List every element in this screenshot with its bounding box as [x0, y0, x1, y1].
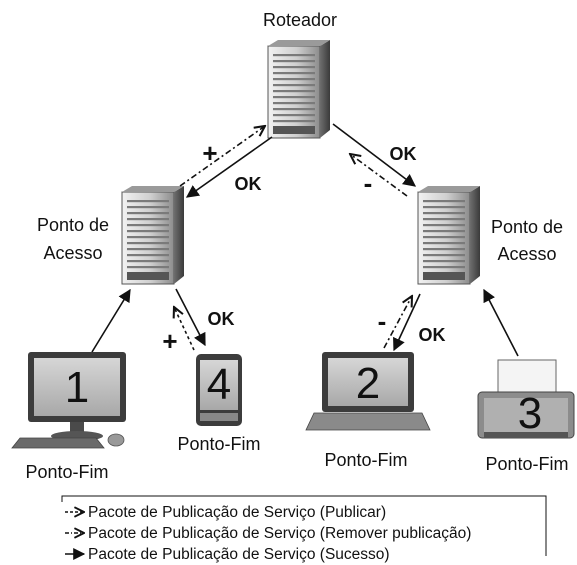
printer-icon [477, 359, 575, 439]
arrow-ok-left-ap-to-phone [175, 288, 206, 347]
access-point-right: Ponto de Acesso [417, 185, 563, 285]
server-icon [121, 185, 185, 285]
router-right-sign: - [364, 168, 373, 198]
router-left-ok: OK [235, 174, 262, 194]
arrow-unpublish-right-to-router [350, 154, 408, 197]
server-icon [267, 39, 331, 139]
access-point-left-label-line2: Acesso [43, 243, 102, 263]
access-point-left-label-line1: Ponto de [37, 215, 109, 235]
access-point-right-label-line1: Ponto de [491, 217, 563, 237]
legend-item-success: Pacote de Publicação de Serviço (Sucesso… [65, 546, 390, 563]
legend-item-unpublish-label: Pacote de Publicação de Serviço (Remover… [88, 525, 471, 542]
arrow-ok-router-to-right [332, 123, 417, 187]
router-node: Roteador [263, 10, 337, 139]
endpoint-3-number: 3 [518, 389, 542, 438]
desktop-computer-icon [11, 352, 126, 449]
access-point-right-label-line2: Acesso [497, 244, 556, 264]
access-point-left: Ponto de Acesso [37, 185, 185, 285]
endpoint-1-label: Ponto-Fim [25, 462, 108, 482]
laptop-ok: OK [419, 325, 446, 345]
arrow-unpublish-laptop-to-right-ap [383, 296, 412, 349]
legend: Pacote de Publicação de Serviço (Publica… [61, 495, 547, 563]
arrow-printer-to-right-ap [483, 288, 519, 357]
arrow-publish-left-to-router [179, 126, 265, 187]
router-left-sign: + [202, 138, 217, 168]
laptop-icon [305, 352, 431, 431]
endpoint-2-label: Ponto-Fim [324, 450, 407, 470]
legend-item-unpublish: Pacote de Publicação de Serviço (Remover… [65, 525, 471, 542]
phone-sign: + [162, 326, 177, 356]
endpoint-2-laptop: 2 Ponto-Fim [305, 352, 431, 470]
endpoint-3-label: Ponto-Fim [485, 454, 568, 474]
endpoint-3-printer: 3 Ponto-Fim [477, 359, 575, 474]
arrow-publish-phone-to-left-ap [174, 307, 195, 351]
legend-item-publish-label: Pacote de Publicação de Serviço (Publica… [88, 504, 386, 521]
smartphone-icon [196, 354, 242, 426]
arrow-ok-router-to-left [185, 136, 273, 198]
legend-item-publish: Pacote de Publicação de Serviço (Publica… [65, 504, 386, 521]
phone-ok: OK [208, 309, 235, 329]
endpoint-4-phone: 4 Ponto-Fim [177, 354, 261, 454]
legend-item-success-label: Pacote de Publicação de Serviço (Sucesso… [88, 546, 390, 563]
endpoint-4-number: 4 [207, 360, 231, 409]
arrow-ok-right-ap-to-laptop [393, 293, 421, 352]
router-label: Roteador [263, 10, 337, 30]
arrow-desktop-to-left-ap [91, 288, 131, 353]
endpoint-1-desktop: 1 Ponto-Fim [11, 352, 126, 482]
server-icon [417, 185, 481, 285]
laptop-sign: - [378, 306, 387, 336]
endpoint-4-label: Ponto-Fim [177, 434, 260, 454]
router-right-ok: OK [390, 144, 417, 164]
endpoint-1-number: 1 [65, 363, 89, 412]
endpoint-2-number: 2 [356, 359, 380, 408]
